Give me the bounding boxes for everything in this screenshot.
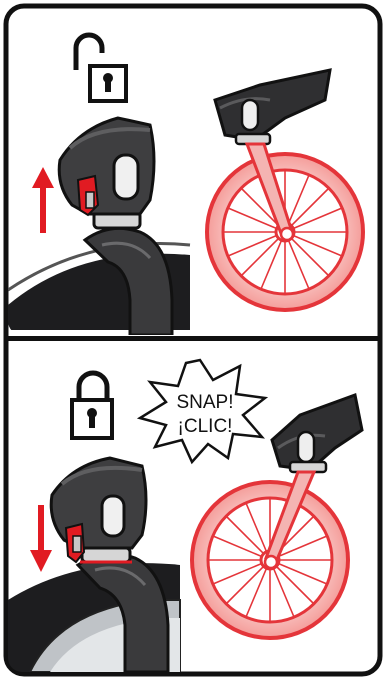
indicator-window [114, 155, 138, 199]
callout-line1: SNAP! [176, 392, 233, 413]
collar [82, 548, 130, 562]
callout-line2: ¡CLIC! [178, 416, 233, 437]
panel-divider [6, 336, 380, 341]
indicator-window [102, 496, 124, 536]
